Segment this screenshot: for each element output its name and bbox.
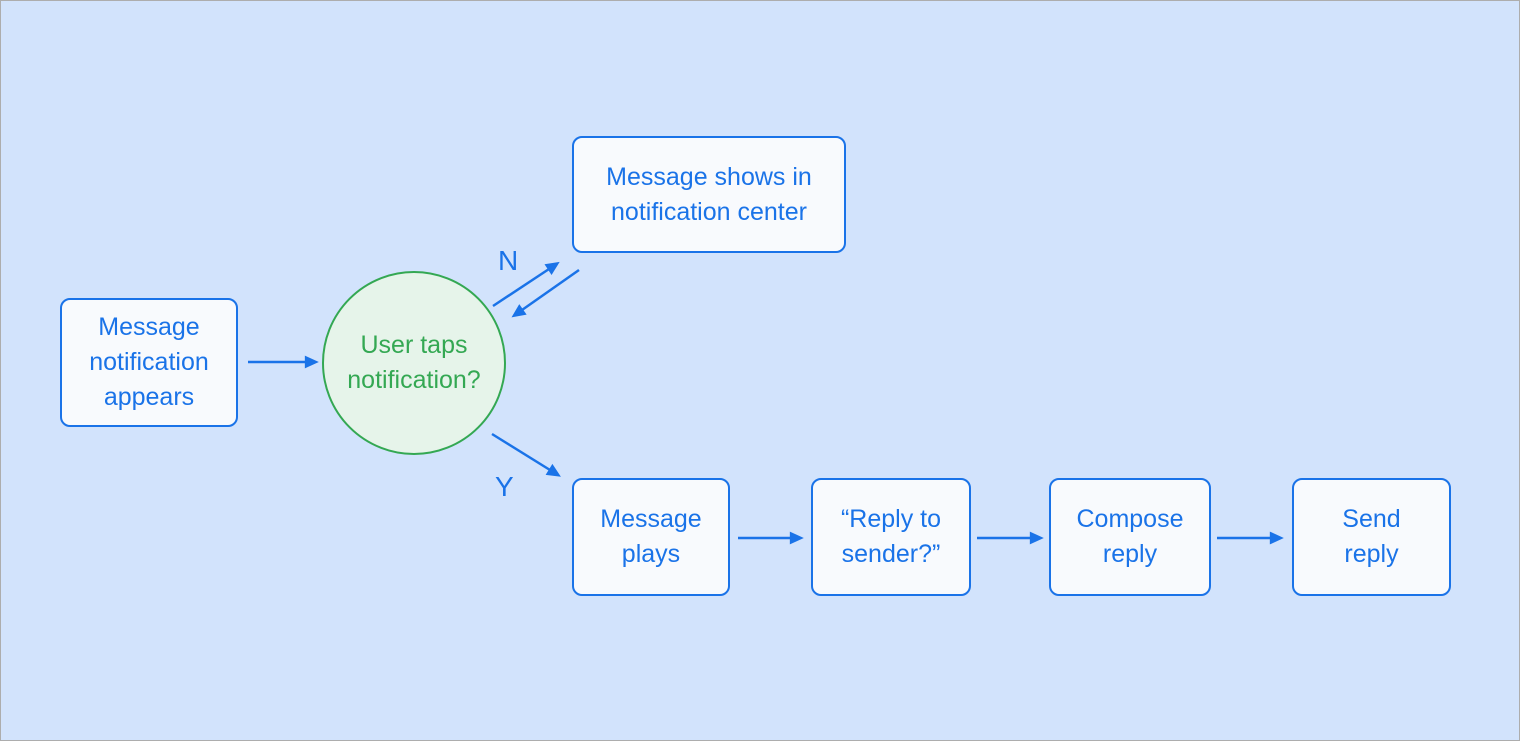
node-label: Message notification appears (89, 313, 209, 411)
node-label: Compose reply (1076, 505, 1184, 568)
arrow-notif-center-to-decision (511, 268, 580, 318)
node-compose-reply: Compose reply (1049, 478, 1211, 596)
node-label: Message shows in notification center (606, 162, 812, 226)
node-message-shows-in-notification-center: Message shows in notification center (572, 136, 846, 253)
node-send-reply: Send reply (1292, 478, 1451, 596)
node-message-plays: Message plays (572, 478, 730, 596)
node-label: Message plays (600, 505, 702, 568)
edge-label-yes: Y (495, 471, 514, 502)
edge-label-no: N (498, 245, 519, 276)
arrow-decision-to-message-plays (491, 432, 561, 477)
node-label: Send reply (1342, 505, 1401, 568)
node-message-notification-appears: Message notification appears (60, 298, 238, 427)
node-label: “Reply to sender?” (840, 505, 942, 568)
node-user-taps-notification-decision: User taps notification? (322, 271, 506, 455)
node-reply-to-sender: “Reply to sender?” (811, 478, 971, 596)
node-label: User taps notification? (347, 331, 481, 394)
